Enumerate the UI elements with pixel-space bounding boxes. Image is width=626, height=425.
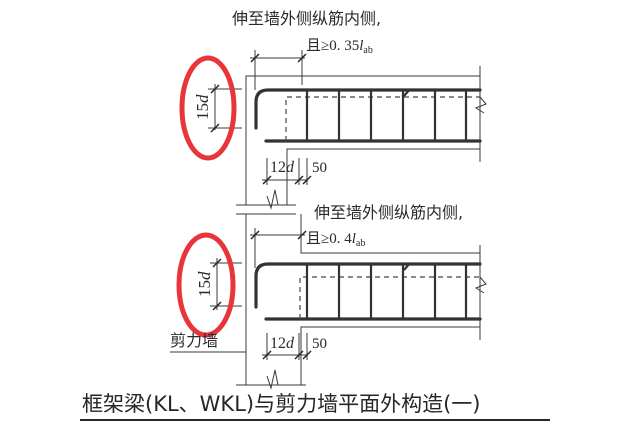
detail-top: 伸至墙外侧纵筋内侧, 且≥0. 35lab xyxy=(179,9,487,210)
drawing-title: 框架梁(KL、WKL)与剪力墙平面外构造(一) xyxy=(82,392,480,416)
bottom-dimension-bottom: 12d 50 xyxy=(262,333,327,360)
anchor-note-top-line1: 伸至墙外侧纵筋内侧, xyxy=(232,9,381,28)
svg-text:15d: 15d xyxy=(195,271,214,297)
anchor-note-top-line2: 且≥0. 35lab xyxy=(306,38,373,56)
top-rebar-hook xyxy=(254,88,482,130)
hook-length-dimension-bottom: 15d xyxy=(195,258,242,311)
anchor-note-bottom-line2: 且≥0. 4lab xyxy=(306,231,365,249)
svg-text:12d: 12d xyxy=(270,159,295,176)
break-line-icon xyxy=(474,96,487,114)
shear-wall-label: 剪力墙 xyxy=(170,331,218,350)
hook-length-dimension-top: 15d xyxy=(193,84,242,133)
hidden-rebar xyxy=(285,96,480,141)
stirrups-bottom xyxy=(305,262,468,319)
anchor-length-dimension-bottom xyxy=(250,228,307,268)
wall-beam-outline-bottom xyxy=(170,213,481,390)
bottom-dimension-top: 12d 50 xyxy=(262,158,327,185)
top-rebar-hook xyxy=(254,262,482,309)
svg-text:12d: 12d xyxy=(270,335,295,352)
highlight-ring-top xyxy=(179,55,237,161)
wall-beam-outline-top xyxy=(236,66,481,210)
svg-text:15d: 15d xyxy=(193,94,212,120)
break-line-icon xyxy=(474,276,487,294)
anchor-length-dimension-top xyxy=(250,50,307,90)
hidden-rebar xyxy=(299,276,480,319)
svg-text:50: 50 xyxy=(312,160,327,176)
svg-text:50: 50 xyxy=(312,336,327,352)
detail-bottom: 伸至墙外侧纵筋内侧, 且≥0. 4lab xyxy=(170,203,487,390)
anchor-note-bottom-line1: 伸至墙外侧纵筋内侧, xyxy=(314,203,463,222)
highlight-ring-bottom xyxy=(176,232,236,338)
stirrups-top xyxy=(305,88,468,141)
